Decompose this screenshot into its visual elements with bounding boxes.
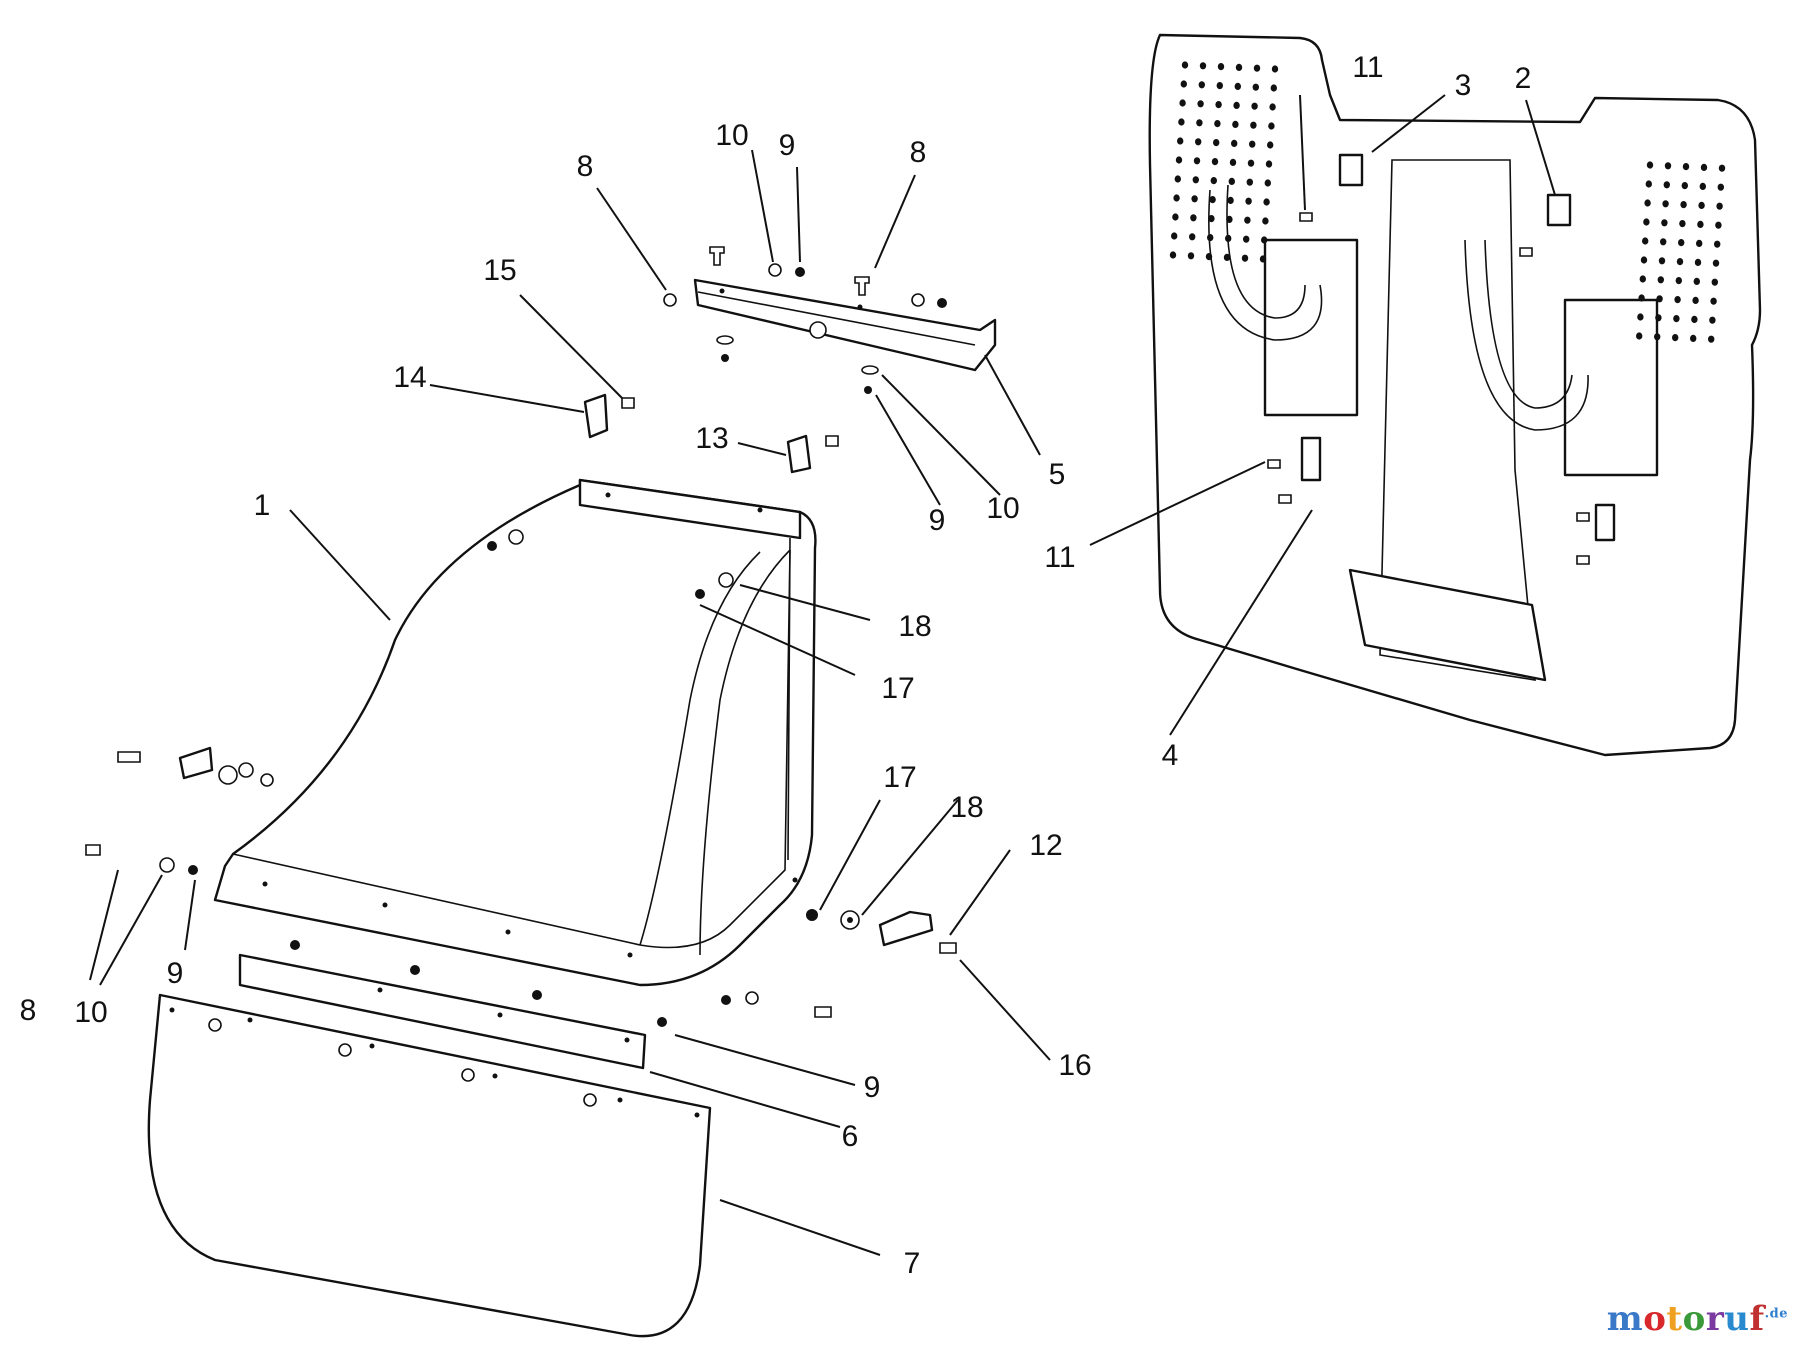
hardware [85, 246, 957, 1018]
callout-2: 2 [1515, 62, 1532, 95]
callout-9: 9 [167, 957, 184, 990]
callout-15: 15 [483, 254, 516, 287]
callout-9: 9 [929, 504, 946, 537]
callout-5: 5 [1049, 458, 1066, 491]
callout-1: 1 [254, 489, 271, 522]
callout-3: 3 [1455, 69, 1472, 102]
callout-10: 10 [74, 996, 107, 1029]
part-5-bracket [693, 278, 997, 372]
callout-10: 10 [715, 119, 748, 152]
part-6-strip [238, 940, 667, 1070]
callout-4: 4 [1162, 739, 1179, 772]
part-7-flap [147, 993, 712, 1338]
callout-9: 9 [864, 1071, 881, 1104]
callout-11: 11 [1352, 51, 1383, 84]
watermark-logo: motoruf.de [1607, 1299, 1788, 1339]
callout-18: 18 [950, 791, 983, 824]
callouts: 1 2 3 4 5 6 7 8 8 8 9 9 9 9 10 10 10 11 … [20, 51, 1532, 1280]
callout-18: 18 [898, 610, 931, 643]
callout-11: 11 [1044, 541, 1075, 574]
watermark-suffix: .de [1764, 1306, 1788, 1322]
callout-6: 6 [842, 1120, 859, 1153]
mounting-panel [1148, 33, 1762, 757]
callout-16: 16 [1058, 1049, 1091, 1082]
callout-7: 7 [904, 1247, 921, 1280]
callout-8: 8 [577, 150, 594, 183]
leader-lines [89, 94, 1556, 1256]
callout-12: 12 [1029, 829, 1062, 862]
callout-14: 14 [393, 361, 426, 394]
callout-13: 13 [695, 422, 728, 455]
callout-9: 9 [779, 129, 796, 162]
callout-17: 17 [881, 672, 914, 705]
callout-8: 8 [20, 994, 37, 1027]
part-1-chute-hood [213, 478, 817, 987]
callout-8: 8 [910, 136, 927, 169]
callout-10: 10 [986, 492, 1019, 525]
callout-17: 17 [883, 761, 916, 794]
watermark-text: motoruf [1606, 1299, 1765, 1339]
perforations [1169, 61, 1726, 343]
